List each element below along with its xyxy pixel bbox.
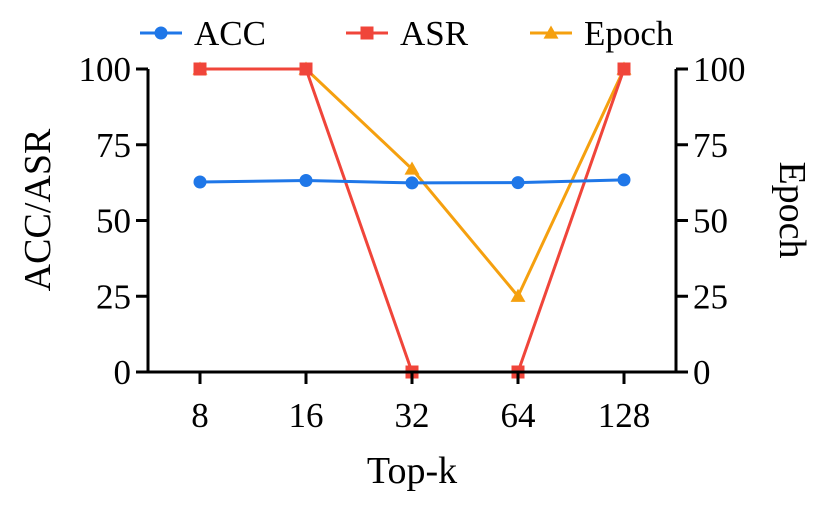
legend-marker <box>154 26 168 40</box>
right-tick-label: 75 <box>693 126 728 165</box>
legend-item-asr: ASR <box>346 14 469 53</box>
legend: ACC ASR Epoch <box>140 14 674 53</box>
right-tick-label: 25 <box>693 277 728 316</box>
data-point-acc <box>405 176 419 190</box>
left-y-axis: 0 25 50 75 100 <box>79 50 150 392</box>
x-tick-label: 16 <box>289 396 324 435</box>
left-tick-label: 100 <box>79 50 132 89</box>
left-tick-label: 50 <box>96 202 131 241</box>
data-point-acc <box>617 173 631 187</box>
left-tick-label: 25 <box>96 277 131 316</box>
series-line-asr <box>200 67 626 374</box>
data-point-epoch <box>510 288 526 302</box>
left-axis-title: ACC/ASR <box>17 128 59 291</box>
legend-marker <box>360 26 374 40</box>
data-point-asr <box>193 62 207 76</box>
data-point-acc <box>193 175 207 189</box>
x-axis-title: Top-k <box>367 450 457 492</box>
right-tick-label: 100 <box>693 50 746 89</box>
data-point-asr <box>299 62 313 76</box>
x-tick-label: 8 <box>191 396 209 435</box>
legend-item-epoch: Epoch <box>530 14 674 53</box>
legend-marker <box>543 25 559 39</box>
left-tick-label: 0 <box>114 353 132 392</box>
x-tick-label: 32 <box>395 396 430 435</box>
plot-area <box>192 61 632 379</box>
x-tick-label: 128 <box>598 396 651 435</box>
x-axis: 8 16 32 64 128 <box>146 370 678 435</box>
data-point-acc <box>299 174 313 188</box>
right-y-axis: 0 25 50 75 100 <box>674 50 746 392</box>
right-tick-label: 50 <box>693 202 728 241</box>
data-point-asr <box>617 62 631 76</box>
data-point-epoch <box>404 161 420 175</box>
right-tick-label: 0 <box>693 353 711 392</box>
series-acc <box>193 173 631 190</box>
legend-item-acc: ACC <box>140 14 266 53</box>
series-asr <box>193 62 631 379</box>
left-tick-label: 75 <box>96 126 131 165</box>
legend-label: ACC <box>194 14 266 53</box>
x-tick-label: 64 <box>501 396 536 435</box>
right-axis-title: Epoch <box>771 161 813 258</box>
data-point-acc <box>511 176 525 190</box>
legend-label: Epoch <box>584 14 674 53</box>
legend-label: ASR <box>400 14 469 53</box>
